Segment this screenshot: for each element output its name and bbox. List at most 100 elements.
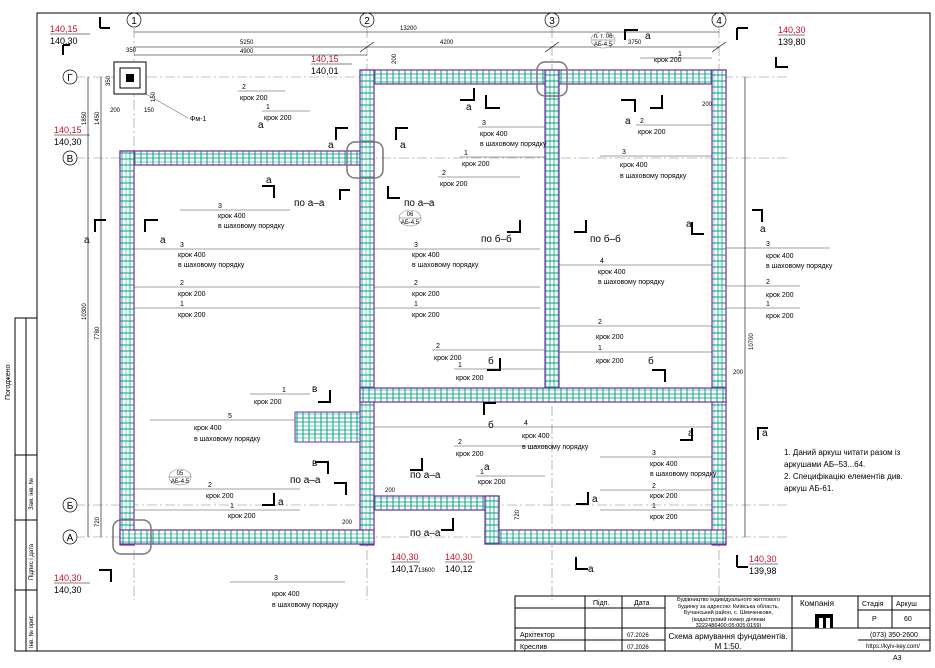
svg-text:140,30: 140,30 xyxy=(778,25,806,35)
svg-text:крок 200: крок 200 xyxy=(254,399,282,406)
svg-text:2: 2 xyxy=(242,84,246,91)
svg-text:Г: Г xyxy=(67,73,73,84)
svg-text:аркушами АБ–53...64.: аркушами АБ–53...64. xyxy=(784,460,865,469)
svg-text:крок 200: крок 200 xyxy=(596,358,624,365)
svg-text:а: а xyxy=(686,219,692,230)
svg-text:крок 400: крок 400 xyxy=(272,591,300,598)
svg-text:3: 3 xyxy=(549,16,555,27)
svg-text:крок 200: крок 200 xyxy=(412,291,440,298)
svg-text:1: 1 xyxy=(230,503,234,510)
rebar-r36: 3 крок 400 в шаховому порядку xyxy=(230,575,345,609)
svg-text:а: а xyxy=(400,140,406,151)
svg-text:2: 2 xyxy=(180,280,184,287)
svg-text:350: 350 xyxy=(126,48,137,54)
svg-text:https://kyiv-key.com/: https://kyiv-key.com/ xyxy=(866,644,920,650)
rebar-r30: 1 крок 200 xyxy=(134,503,300,520)
sign-label: Підпис і дата xyxy=(29,543,35,580)
svg-text:крок 200: крок 200 xyxy=(766,313,794,320)
svg-text:крок 200: крок 200 xyxy=(654,57,682,64)
svg-text:1: 1 xyxy=(414,301,418,308)
svg-text:крок 400: крок 400 xyxy=(412,252,440,259)
svg-text:1. Даний аркуш читати р: 1. Даний аркуш читати разом із xyxy=(784,448,901,457)
svg-text:3: 3 xyxy=(622,149,626,156)
svg-text:по а–а: по а–а xyxy=(410,528,441,539)
svg-text:А: А xyxy=(67,533,74,544)
svg-text:3: 3 xyxy=(482,120,486,127)
svg-text:2: 2 xyxy=(414,280,418,287)
title-block: Підп. Дата Будівництво індивідуального ж… xyxy=(514,595,931,662)
axis-row-g xyxy=(62,69,78,85)
svg-text:а: а xyxy=(762,428,768,439)
axis-col-3 xyxy=(544,12,560,28)
axis-row-b xyxy=(62,497,78,513)
svg-text:крок 400: крок 400 xyxy=(620,162,648,169)
strip-row-v xyxy=(119,150,375,166)
svg-text:АБ-4.5: АБ-4.5 xyxy=(171,479,190,485)
svg-text:7780: 7780 xyxy=(95,326,101,340)
svg-text:10300: 10300 xyxy=(82,303,88,320)
svg-text:а: а xyxy=(588,564,594,575)
svg-text:1: 1 xyxy=(131,16,137,27)
svg-text:(073) 350-2600: (073) 350-2600 xyxy=(870,632,918,639)
svg-text:06: 06 xyxy=(407,212,414,218)
svg-text:140,30: 140,30 xyxy=(54,137,82,147)
svg-text:200: 200 xyxy=(110,108,121,114)
svg-text:3: 3 xyxy=(274,575,278,582)
svg-text:А3: А3 xyxy=(893,655,902,662)
svg-text:4: 4 xyxy=(716,16,722,27)
svg-text:крок 200: крок 200 xyxy=(228,513,256,520)
svg-text:150: 150 xyxy=(144,108,155,114)
svg-text:2: 2 xyxy=(442,170,446,177)
svg-text:крок 200: крок 200 xyxy=(456,375,484,382)
svg-text:крок 400: крок 400 xyxy=(218,213,246,220)
svg-text:а: а xyxy=(258,120,264,131)
svg-text:по а–а: по а–а xyxy=(294,198,325,209)
svg-text:5250: 5250 xyxy=(240,40,254,46)
strip-axis-4 xyxy=(711,69,727,546)
svg-text:720: 720 xyxy=(95,516,101,527)
svg-text:720: 720 xyxy=(515,509,521,520)
svg-text:2. Специфікацію елемент: 2. Специфікацію елементів див. xyxy=(784,472,903,481)
svg-text:крок 200: крок 200 xyxy=(240,95,268,102)
svg-text:139,98: 139,98 xyxy=(749,566,777,576)
elevations: 140,15 140,30 140,15 140,01 140,30 139,8… xyxy=(50,24,806,595)
svg-text:по б–б: по б–б xyxy=(481,233,512,245)
svg-text:б: б xyxy=(488,419,494,431)
svg-text:М 1:50.: М 1:50. xyxy=(715,642,742,651)
svg-text:Креслив: Креслив xyxy=(520,644,547,651)
svg-text:а: а xyxy=(760,224,766,235)
svg-text:10700: 10700 xyxy=(749,333,755,350)
svg-text:140,15: 140,15 xyxy=(311,54,339,64)
svg-text:крок 200: крок 200 xyxy=(462,161,490,168)
strip-top xyxy=(359,69,727,85)
svg-text:в шаховому порядку: в шаховому порядку xyxy=(272,602,339,609)
svg-text:а: а xyxy=(484,462,490,473)
sheet-frame xyxy=(36,12,931,652)
svg-text:07.2026: 07.2026 xyxy=(627,633,649,639)
svg-text:крок 200: крок 200 xyxy=(178,291,206,298)
svg-text:в шаховому порядку: в шаховому порядку xyxy=(598,279,665,286)
svg-text:4200: 4200 xyxy=(440,40,454,46)
axis-col-2 xyxy=(359,12,375,28)
svg-text:крок 200: крок 200 xyxy=(456,451,484,458)
column-fm1: Фм-1 xyxy=(113,61,206,123)
svg-text:5: 5 xyxy=(228,413,232,420)
column-label: Фм-1 xyxy=(190,116,206,123)
top-dimensions: 13200 5250 4200 3750 4900 350 350 150 15… xyxy=(106,26,727,114)
svg-text:в шаховому порядку: в шаховому порядку xyxy=(194,436,261,443)
svg-text:б: б xyxy=(488,355,494,367)
